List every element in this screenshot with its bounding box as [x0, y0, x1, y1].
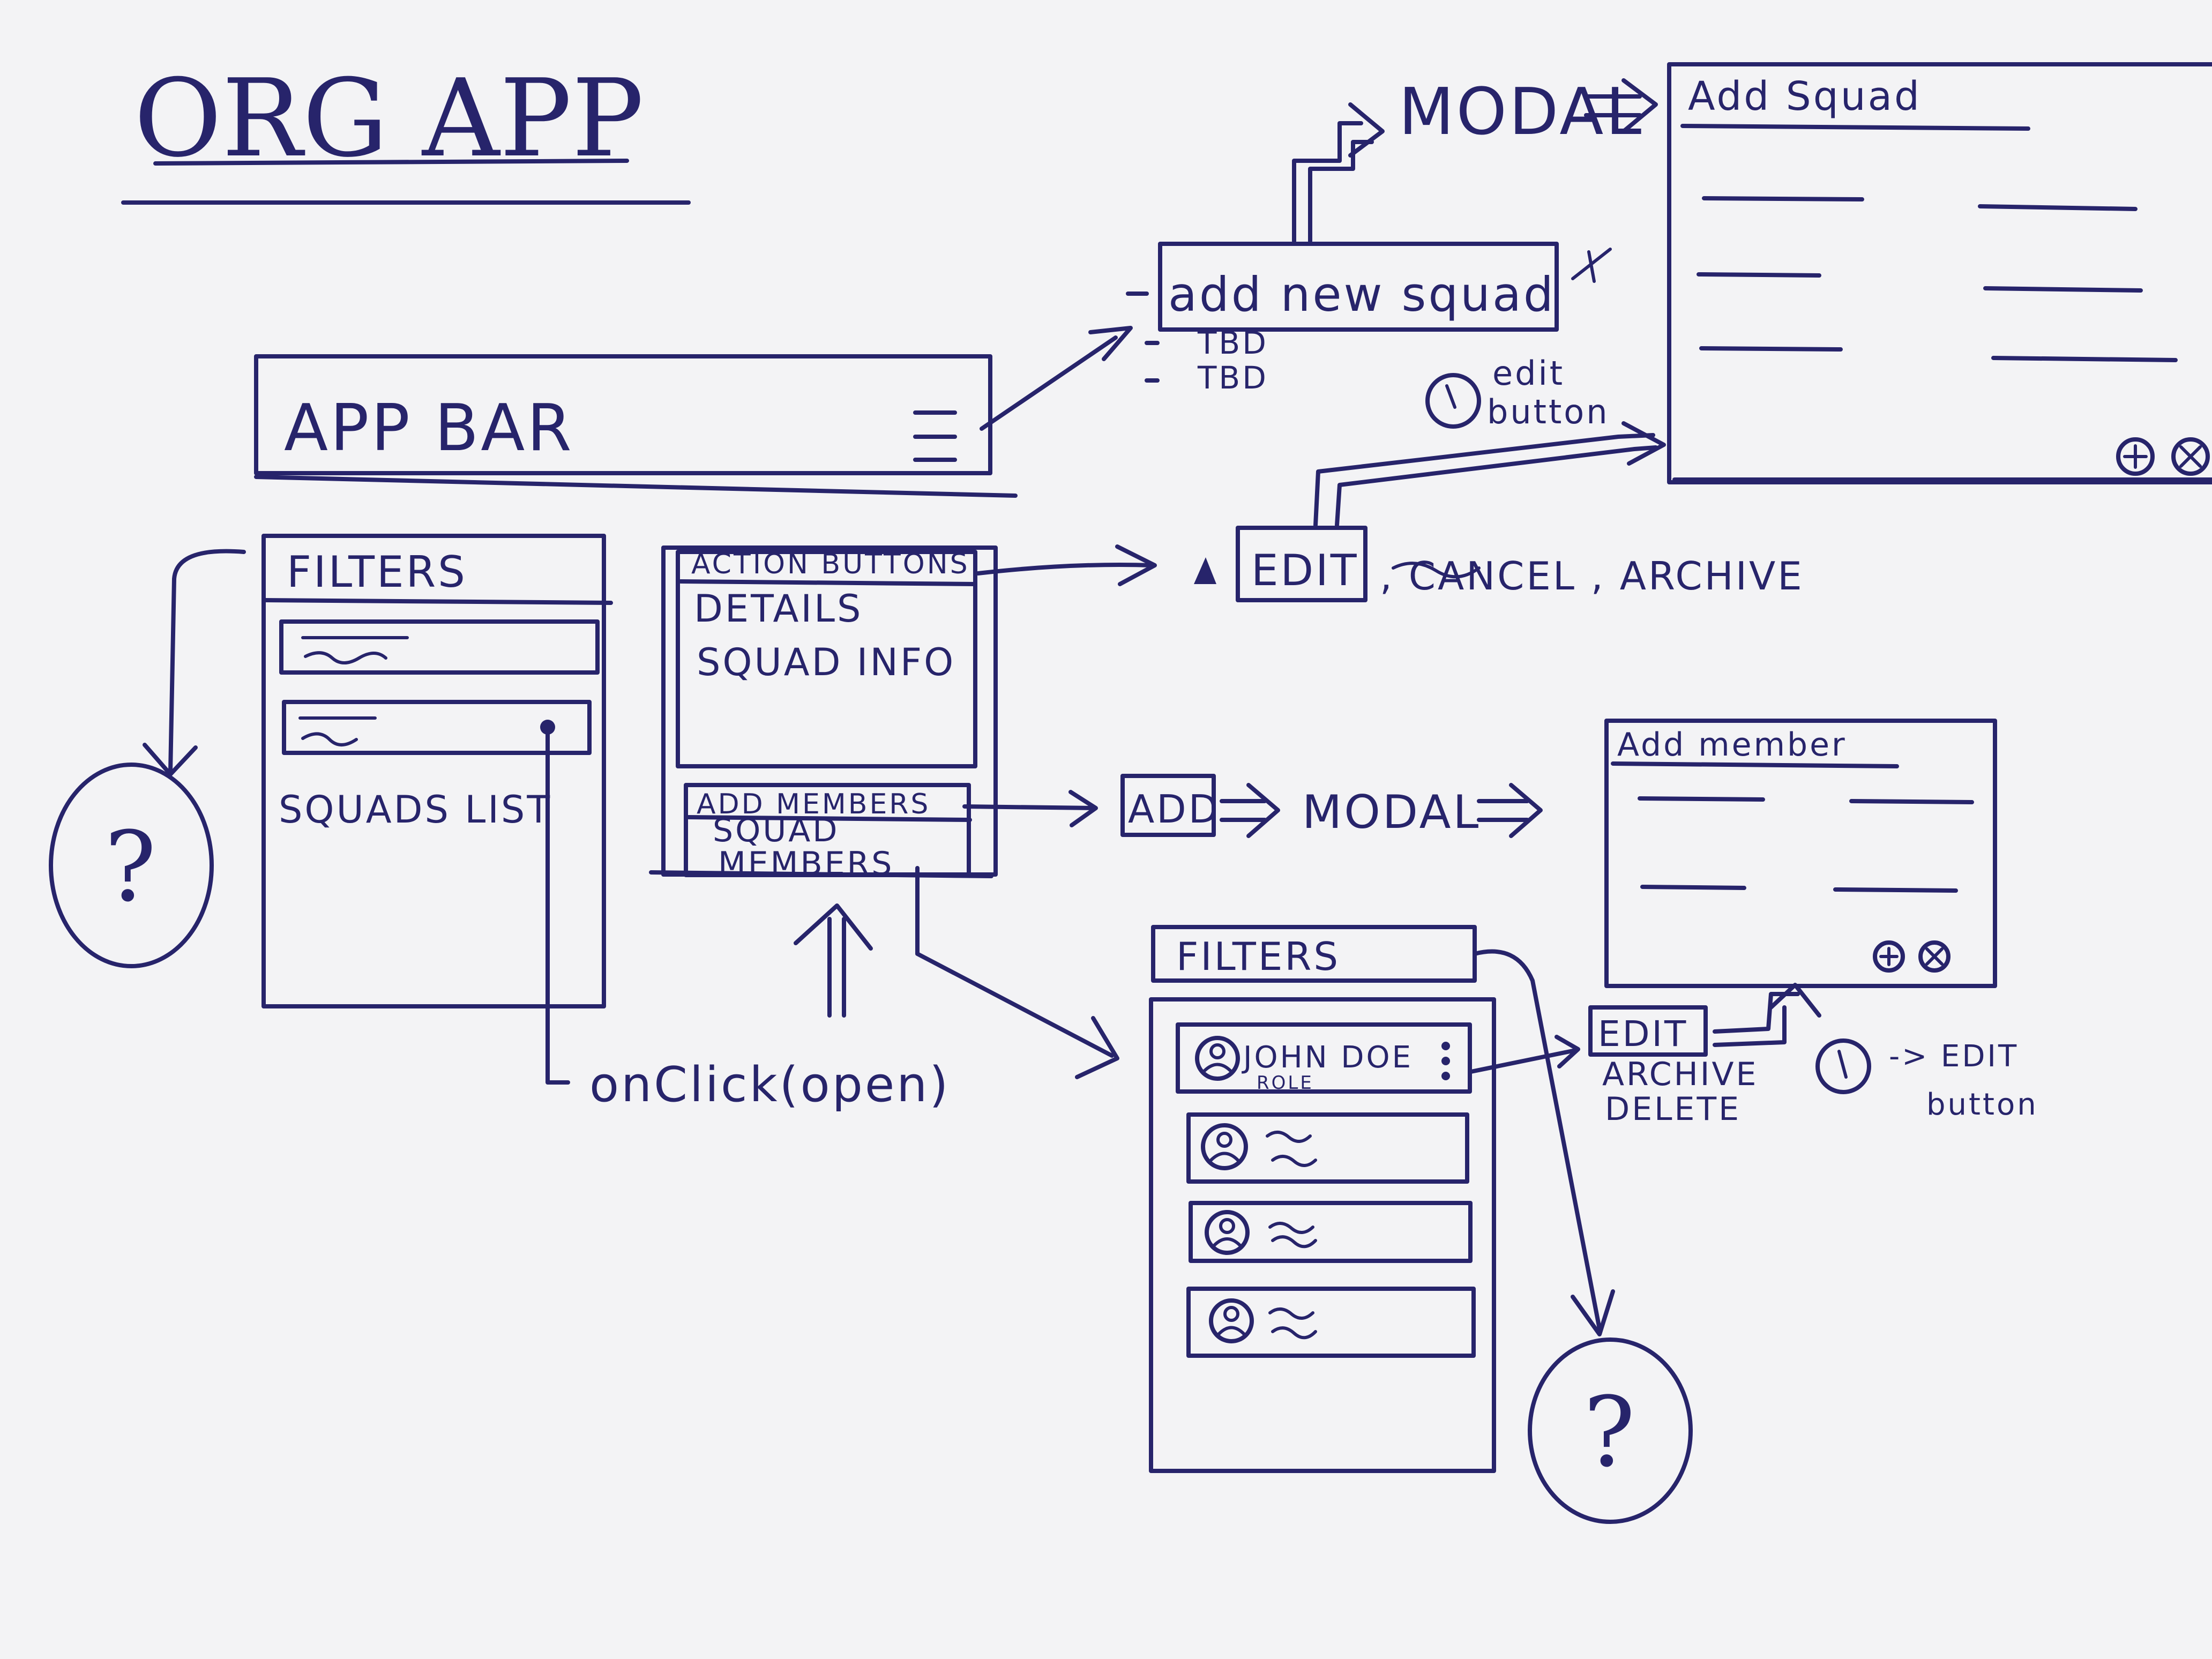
unknown-mark-1: ?: [104, 811, 156, 923]
member-delete-label: DELETE: [1605, 1090, 1741, 1128]
modal-field-row-2: [1697, 272, 2143, 293]
member-note-line-1: -> EDIT: [1889, 1039, 2019, 1074]
member-field-row-1: [1638, 796, 1974, 804]
add-squad-modal-frame: [1667, 62, 2212, 484]
onclick-label: onClick(open): [589, 1057, 950, 1113]
filters-panel-header: FILTERS: [287, 547, 467, 597]
confirm-add-member-icon[interactable]: [1873, 940, 1905, 973]
squad-details-panel: ACTION BUTTONS DETAILS SQUAD INFO ADD ME…: [649, 544, 1157, 1079]
edit-button-note: edit button: [1313, 354, 1666, 527]
members-modal-label: MODAL: [1302, 786, 1481, 839]
confirm-add-icon[interactable]: [2116, 437, 2155, 476]
members-panel: FILTERS JOHN DOE ROLE: [1149, 925, 1693, 1524]
modal-label: MODAL: [1399, 75, 1643, 150]
member-card-4[interactable]: [1186, 1287, 1476, 1358]
avatar-icon: [1205, 1210, 1250, 1255]
unknown-circle-2: [1528, 1337, 1693, 1524]
add-squad-modal: Add Squad: [1667, 62, 2212, 484]
add-member-modal-frame: [1604, 719, 1997, 988]
members-add-flow: ADD MODAL: [1120, 774, 1543, 839]
avatar-icon: [1201, 1123, 1248, 1170]
filters-panel: FILTERS SQUADS LIST ?: [49, 534, 613, 1085]
squad-cancel-archive-label: , CANCEL , ARCHIVE: [1380, 554, 1804, 599]
squad-action-buttons: EDIT , CANCEL , ARCHIVE: [1194, 526, 1804, 602]
filter-input-2[interactable]: [282, 700, 592, 755]
add-member-modal-title: Add member: [1617, 726, 1847, 764]
member-card-2[interactable]: [1186, 1112, 1469, 1184]
filter-input-1[interactable]: [279, 619, 600, 675]
dropdown-dot-icon[interactable]: [540, 720, 555, 735]
modal-field-row-1: [1702, 196, 2138, 211]
modal-field-row-3: [1699, 346, 2178, 362]
add-new-squad-item[interactable]: [1158, 242, 1559, 332]
member-edit-label: EDIT: [1598, 1013, 1688, 1055]
cancel-add-member-icon[interactable]: [1918, 940, 1951, 973]
squad-info-card: [676, 550, 977, 768]
up-arrow: [794, 903, 873, 1018]
onclick-connector: [545, 732, 570, 1085]
scribble-strike: [1392, 562, 1481, 579]
member-1-role: ROLE: [1257, 1072, 1314, 1094]
menu-tbd-2: TBD: [1197, 360, 1268, 396]
member-card-1[interactable]: JOHN DOE ROLE: [1176, 1022, 1472, 1094]
member-edit-button[interactable]: [1588, 1005, 1708, 1057]
squad-edit-label: EDIT: [1251, 545, 1359, 595]
member-note-number-icon: [1815, 1038, 1871, 1094]
members-list-frame: [1149, 997, 1496, 1473]
app-bar-label: APP BAR: [284, 391, 574, 466]
app-bar: APP BAR: [254, 326, 1133, 498]
app-bar-frame: [254, 354, 992, 475]
member-note-line-2: button: [1926, 1087, 2038, 1122]
menu-arrow: [980, 335, 1118, 431]
add-member-label: ADD: [1128, 787, 1220, 832]
member-1-name: JOHN DOE: [1242, 1040, 1413, 1075]
menu-dropdown: add new squad TBD TBD MODAL: [1126, 75, 1658, 396]
add-squad-modal-title: Add Squad: [1688, 73, 1922, 119]
add-members-label: ADD MEMBERS: [697, 788, 930, 820]
to-modal-arrow: [1292, 121, 1363, 243]
unknown-circle-1: [49, 763, 214, 968]
modal-double-arrow: [1584, 78, 1658, 133]
squad-members-label-2: MEMBERS: [718, 845, 894, 883]
more-options-icon[interactable]: [1441, 1042, 1450, 1080]
add-member-modal: Add member: [1604, 719, 1997, 988]
unknown-mark-2: ?: [1583, 1377, 1635, 1489]
squads-list-label: SQUADS LIST: [279, 788, 552, 832]
action-buttons-label: ACTION BUTTONS: [691, 548, 970, 580]
title-underline: [153, 159, 629, 166]
member-archive-label: ARCHIVE: [1602, 1056, 1758, 1093]
squad-edit-button[interactable]: [1236, 526, 1367, 602]
avatar-icon: [1195, 1036, 1240, 1081]
edit-note-line-1: edit: [1492, 354, 1565, 393]
squad-members-label-1: SQUAD: [713, 812, 839, 849]
title-group: ORG APP: [121, 56, 691, 205]
menu-tbd-1: TBD: [1197, 325, 1268, 361]
cancel-close-icon[interactable]: [2171, 437, 2210, 476]
add-new-squad-label: add new squad: [1168, 267, 1556, 322]
add-member-button[interactable]: [1120, 774, 1216, 837]
squad-info-label: SQUAD INFO: [697, 640, 955, 684]
member-actions: EDIT ARCHIVE DELETE -> EDIT button: [1469, 983, 2038, 1128]
edit-note-line-2: button: [1487, 392, 1610, 431]
details-label: DETAILS: [694, 587, 863, 631]
hamburger-menu-icon[interactable]: [913, 410, 957, 462]
avatar-icon: [1209, 1298, 1254, 1343]
member-card-3[interactable]: [1189, 1201, 1473, 1263]
note-number-icon: [1425, 373, 1481, 429]
filters-panel-frame: [261, 534, 606, 1008]
members-filters-header: FILTERS: [1176, 934, 1340, 979]
member-field-row-2: [1640, 885, 1958, 893]
close-mark-icon: [1571, 248, 1612, 283]
